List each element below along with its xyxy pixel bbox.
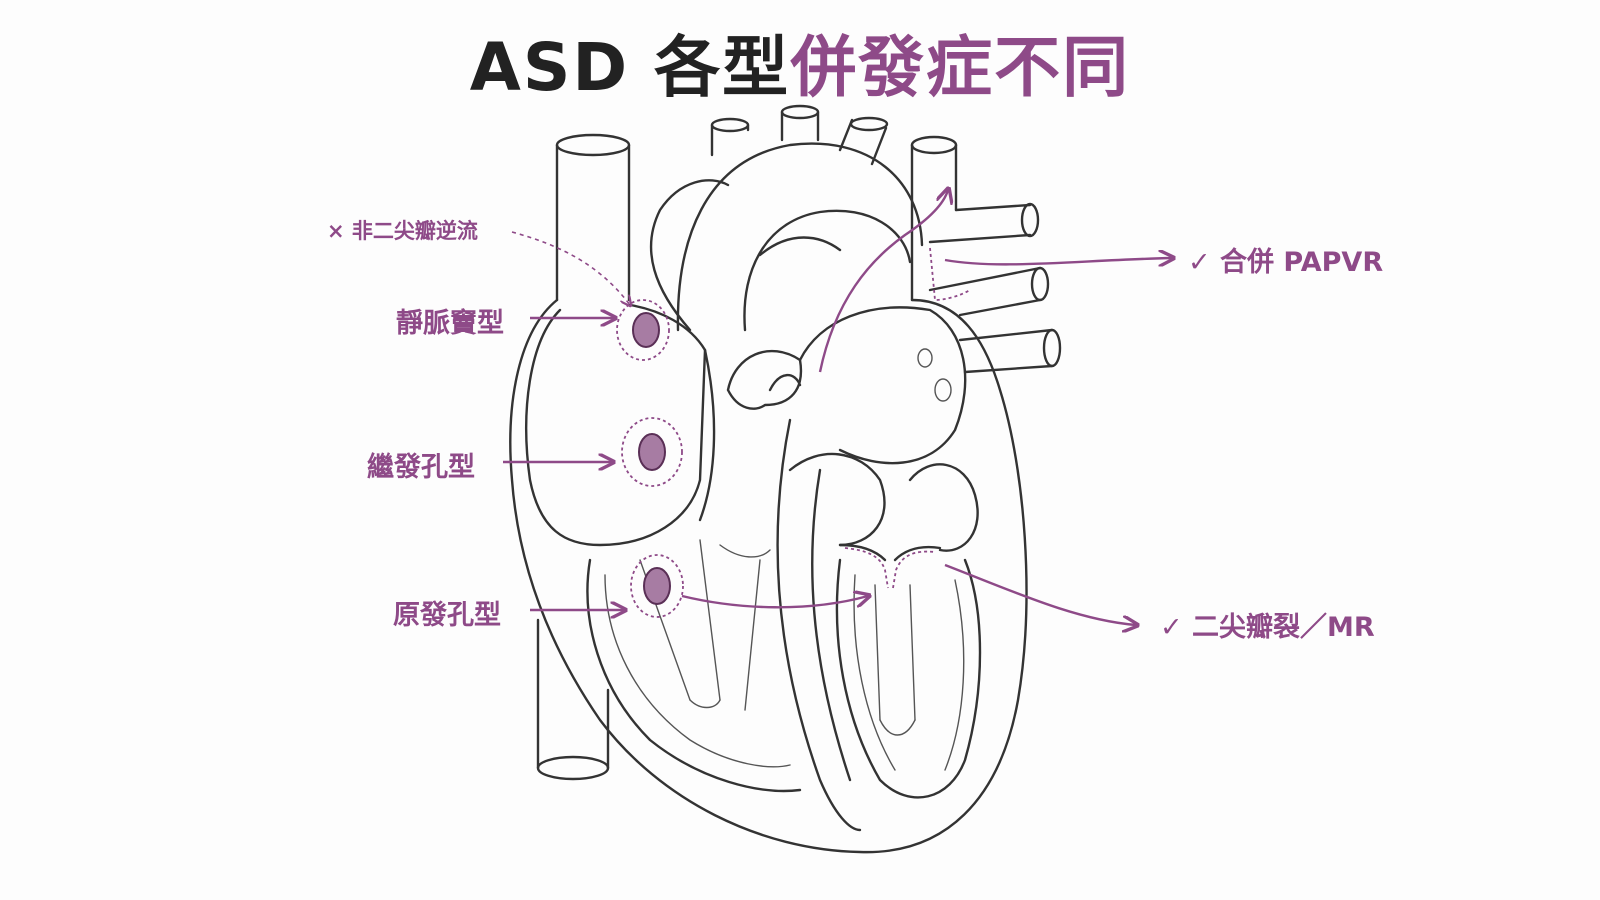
label-primum: 原發孔型 (393, 600, 501, 631)
heart-outline (509, 298, 1028, 854)
pulmonary-veins (910, 135, 1062, 374)
arrow-cleft-mr (944, 563, 1136, 625)
page-title: ASD 各型併發症不同 (0, 14, 1600, 110)
ventricular-septum (776, 418, 862, 832)
arrow-papvr (944, 258, 1172, 264)
label-secundum: 繼發孔型 (367, 451, 475, 483)
pulmonary-vein-ostium (934, 378, 952, 402)
label-papvr: ✓ 合併 PAPVR (1188, 246, 1383, 278)
arrow-flow-pulmonary (818, 190, 948, 373)
arrow-primum-to-mitral (681, 596, 868, 609)
heart-illustration (509, 104, 1062, 854)
tricuspid-chordae (639, 539, 771, 711)
semilunar-valves (726, 349, 803, 410)
title-dark-part: ASD 各型 (469, 29, 791, 106)
left-ventricle (835, 558, 982, 799)
superior-vena-cava (555, 133, 631, 302)
atrial-septum (698, 348, 716, 522)
mitral-cleft-highlight (844, 547, 936, 589)
arrow-no-mr (511, 231, 630, 305)
label-no-mitral-regurgitation: × 非二尖瓣逆流 (327, 219, 478, 243)
annotation-arrows (503, 190, 1172, 625)
defect-sinus-venosus (616, 299, 670, 361)
defect-secundum (621, 417, 683, 487)
pulmonary-vein-ostium (917, 348, 933, 368)
label-sinus-venosus: 靜脈竇型 (396, 308, 504, 339)
defect-primum (630, 554, 684, 618)
inferior-vena-cava (536, 618, 610, 781)
left-atrium (798, 306, 967, 465)
label-cleft-mr: ✓ 二尖瓣裂／MR (1160, 612, 1375, 643)
pulmonary-trunk (649, 179, 842, 332)
left-ventricle-outflow (908, 463, 979, 552)
title-accent-part: 併發症不同 (790, 29, 1131, 106)
right-atrium (525, 303, 707, 547)
left-atrium-lower (788, 452, 886, 547)
right-ventricle (586, 558, 802, 793)
aortic-arch (676, 104, 924, 332)
ventricular-septum-inner (811, 468, 852, 782)
papvr-highlight (929, 247, 971, 301)
